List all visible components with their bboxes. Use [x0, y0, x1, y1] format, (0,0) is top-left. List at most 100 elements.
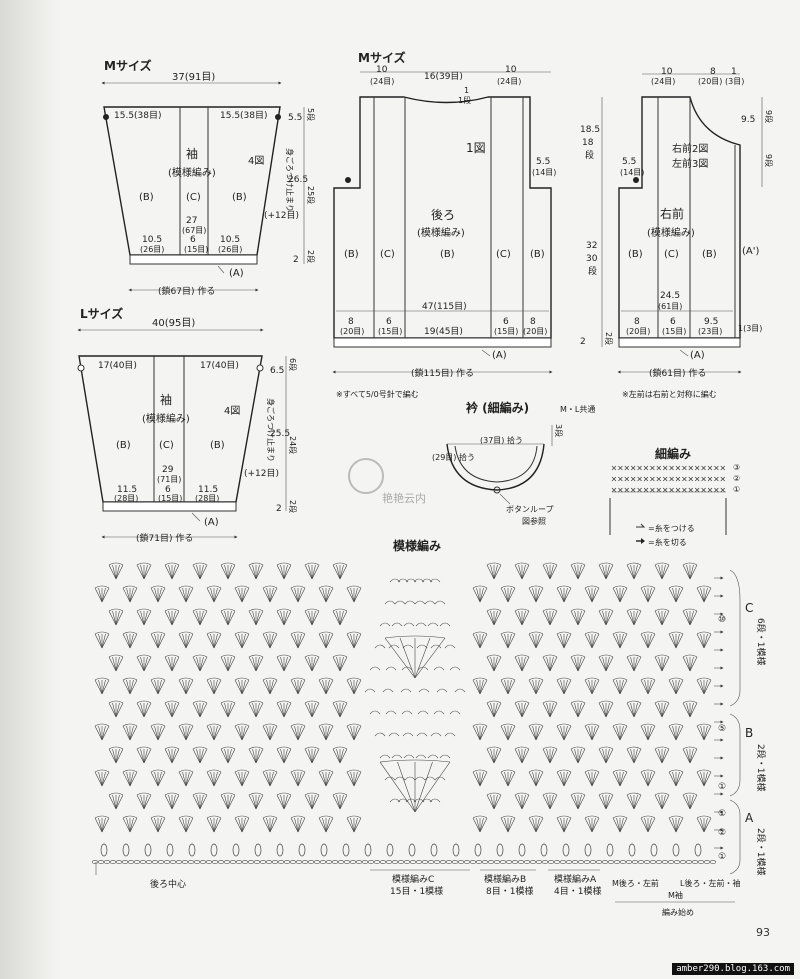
- dc-stitch: [479, 817, 488, 833]
- shell-cluster: [290, 631, 306, 649]
- front-pattern: (模様編み): [647, 226, 695, 239]
- dc-stitch: [248, 702, 257, 718]
- dc-stitch: [605, 794, 614, 810]
- chain-stitch: [247, 860, 255, 864]
- dc-stitch: [126, 679, 131, 695]
- dc-stitch: [311, 794, 320, 810]
- pattern-mc: 模様編みC: [392, 873, 434, 885]
- back-w1: 8: [348, 317, 354, 327]
- sleeve-l-b3s: (28目): [195, 494, 219, 503]
- dc-stitch: [269, 679, 274, 695]
- chain-stitch: [103, 860, 111, 864]
- chain-arc: [150, 585, 166, 589]
- sc-stitch: [701, 476, 706, 482]
- dc-stitch: [696, 679, 705, 695]
- dc-stitch: [101, 771, 110, 787]
- chain-arc: [514, 562, 530, 566]
- chain-arc: [542, 562, 558, 566]
- puff-stitch: [628, 843, 636, 857]
- chain-arc: [472, 585, 488, 589]
- dc-stitch: [700, 771, 705, 787]
- sleeve-m-bottom-sts: (67目): [182, 226, 206, 235]
- dc-stitch: [297, 771, 306, 787]
- dc-stitch: [115, 748, 120, 764]
- chain-stitch: [583, 860, 591, 864]
- puff-stitch: [562, 843, 570, 857]
- dc-stitch: [112, 610, 117, 626]
- dc-stitch: [238, 679, 243, 695]
- dc-stitch: [574, 610, 579, 626]
- dc-stitch: [675, 633, 684, 649]
- pattern-chart-grid: [91, 562, 724, 864]
- shell-cluster: [500, 677, 516, 695]
- chain-arc: [542, 608, 558, 612]
- dc-stitch: [493, 794, 502, 810]
- dc-stitch: [574, 656, 579, 672]
- pattern-row-2: ②: [718, 828, 726, 838]
- sc-stitch: [694, 476, 700, 482]
- dc-stitch: [280, 702, 285, 718]
- dc-stitch: [136, 748, 145, 764]
- dc-stitch: [210, 771, 215, 787]
- puff-stitch: [144, 843, 152, 857]
- shell-cluster: [472, 815, 488, 833]
- dc-stitch: [619, 679, 624, 695]
- back-h2b: 30: [586, 254, 598, 264]
- dc-stitch: [647, 771, 656, 787]
- dc-stitch: [140, 656, 145, 672]
- dc-stitch: [206, 633, 215, 649]
- dc-stitch: [399, 637, 416, 679]
- chain-stitch: [241, 860, 249, 864]
- dc-stitch: [397, 761, 416, 813]
- shell-cluster: [500, 631, 516, 649]
- dc-stitch: [318, 679, 327, 695]
- chain-arc: [178, 723, 194, 727]
- dc-stitch: [283, 748, 288, 764]
- shell-cluster: [486, 792, 502, 810]
- sleeve-m-h2: 26.5: [288, 175, 308, 185]
- dc-stitch: [276, 564, 285, 580]
- dc-stitch: [675, 725, 680, 741]
- sc-stitch: [662, 476, 668, 482]
- pattern-chart: 模様編み C 6段・1模様 B 2段・1模様 A 2段・1模様 ⑩ ⑤ ① ① …: [91, 538, 767, 917]
- dc-stitch: [570, 794, 579, 810]
- shell-cluster: [346, 769, 362, 787]
- dc-stitch: [563, 725, 572, 741]
- shell-cluster: [654, 792, 670, 810]
- dc-stitch: [108, 656, 117, 672]
- pineapple-chain: [434, 600, 446, 605]
- dc-stitch: [574, 702, 579, 718]
- chain-stitch: [601, 860, 609, 864]
- chain-arc: [290, 723, 306, 727]
- pineapple-chain: [391, 754, 403, 759]
- dc-stitch: [353, 587, 362, 603]
- pineapple-chain: [401, 710, 413, 715]
- dc-stitch: [556, 679, 565, 695]
- shell-cluster: [276, 562, 292, 580]
- dc-stitch: [647, 679, 656, 695]
- shell-cluster: [626, 608, 642, 626]
- dc-stitch: [542, 748, 551, 764]
- dc-stitch: [101, 633, 106, 649]
- sc-stitch: [714, 487, 719, 493]
- chain-arc: [234, 815, 250, 819]
- puff-stitch: [650, 843, 658, 857]
- dc-stitch: [283, 794, 288, 810]
- dc-stitch: [115, 656, 120, 672]
- dc-stitch: [616, 587, 621, 603]
- sc-stitch: [611, 487, 617, 493]
- shell-cluster: [150, 815, 166, 833]
- dc-stitch: [210, 633, 215, 649]
- shell-cluster: [332, 608, 348, 626]
- dc-stitch: [311, 656, 320, 672]
- dc-stitch: [241, 725, 246, 741]
- dc-stitch: [98, 771, 103, 787]
- shell-cluster: [290, 815, 306, 833]
- back-width: 47(115目): [422, 301, 467, 312]
- dc-stitch: [196, 794, 201, 810]
- sleeve-m-top-right: 15.5(38目): [220, 110, 268, 121]
- chain-arc: [626, 700, 642, 704]
- dc-stitch: [199, 702, 204, 718]
- dc-stitch: [479, 633, 484, 649]
- chain-stitch: [265, 860, 273, 864]
